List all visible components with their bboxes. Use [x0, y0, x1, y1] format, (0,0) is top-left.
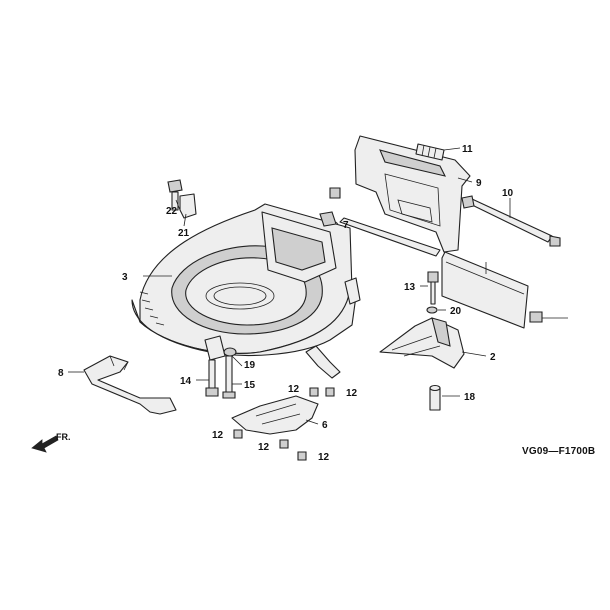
screw-22 — [167, 179, 183, 211]
callout-15: 15 — [244, 380, 256, 391]
clip-21 — [179, 193, 197, 219]
axle-shaft-10 — [461, 195, 553, 243]
small-bracket — [305, 345, 341, 379]
washer-20 — [426, 306, 438, 314]
callout-20: 20 — [450, 306, 462, 317]
mower-deck — [131, 203, 361, 361]
rear-flap-assembly — [354, 135, 471, 253]
callout-12-d: 12 — [258, 442, 270, 453]
collar-18 — [429, 384, 441, 411]
direction-label: FR. — [56, 432, 71, 442]
callout-18: 18 — [464, 392, 476, 403]
callout-6: 6 — [322, 420, 328, 431]
nut-left-upper — [329, 187, 341, 199]
rear-axle-rod — [339, 217, 441, 257]
callout-11: 11 — [462, 144, 473, 155]
callout-2: 2 — [490, 352, 496, 363]
figure-code: VG09—F1700B — [522, 446, 596, 457]
bolt-11 — [415, 143, 445, 161]
front-direction-arrow: FR. — [31, 432, 71, 453]
callout-22: 22 — [166, 206, 178, 217]
deflector-2 — [379, 317, 465, 369]
callout-7: 7 — [343, 220, 349, 231]
nut-7 — [319, 211, 337, 227]
bolt-13 — [427, 271, 439, 305]
bolt-15 — [222, 355, 236, 399]
nut-right-lower — [529, 311, 543, 323]
callout-9: 9 — [476, 178, 482, 189]
callout-12-b: 12 — [346, 388, 358, 399]
callout-3: 3 — [122, 272, 128, 283]
callout-12-c: 12 — [212, 430, 224, 441]
callout-13: 13 — [404, 282, 416, 293]
bolt-12-group — [233, 387, 335, 461]
nut-right-upper — [549, 235, 561, 247]
rear-baffle-plate — [441, 251, 529, 329]
callout-19: 19 — [244, 360, 256, 371]
front-axle-8 — [83, 355, 177, 415]
callout-12-e: 12 — [318, 452, 330, 463]
callouts: 3 11 9 10 7 13 20 2 18 8 14 15 19 6 22 2… — [58, 144, 514, 463]
callout-12-a: 12 — [288, 384, 300, 395]
callout-14: 14 — [180, 376, 192, 387]
callout-10: 10 — [502, 188, 514, 199]
callout-8: 8 — [58, 368, 64, 379]
front-baffle-6 — [231, 395, 319, 435]
leader-lines — [68, 147, 568, 425]
callout-21: 21 — [178, 228, 190, 239]
bolt-14 — [205, 359, 219, 397]
collar-19 — [223, 347, 237, 357]
